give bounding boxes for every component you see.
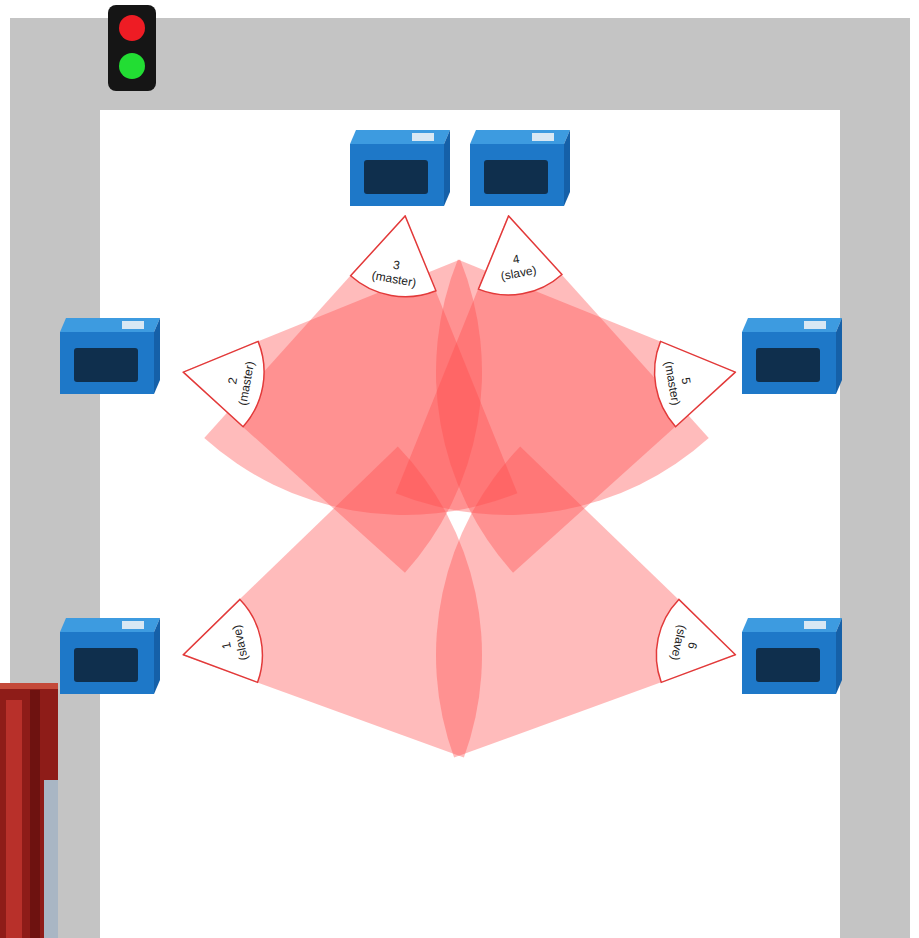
label-sector-outline bbox=[348, 208, 447, 303]
label-sector-outline bbox=[174, 597, 269, 696]
label-sector-outline bbox=[648, 330, 743, 429]
label-sector-outline bbox=[175, 330, 270, 429]
scanner-label: 2(master) bbox=[174, 326, 275, 432]
scanner-device bbox=[742, 318, 842, 394]
scanner-label: 4(slave) bbox=[463, 207, 567, 305]
scan-field bbox=[436, 447, 736, 758]
scanner-device bbox=[60, 618, 160, 694]
scanner-label: 6(slave) bbox=[644, 593, 745, 699]
scanner-device bbox=[60, 318, 160, 394]
scanner-device bbox=[470, 130, 570, 206]
scanner-label: 1(slave) bbox=[173, 593, 274, 699]
scan-field bbox=[182, 447, 482, 758]
photo-fragment bbox=[0, 683, 58, 938]
scanner-label: 5(master) bbox=[644, 326, 745, 432]
label-sector bbox=[174, 326, 275, 432]
traffic-light bbox=[108, 5, 156, 91]
scan-fields bbox=[182, 215, 736, 758]
label-sector-outline bbox=[466, 209, 563, 302]
label-sector bbox=[344, 207, 450, 308]
label-sector-outline bbox=[649, 597, 744, 696]
scanner-label: 3(master) bbox=[344, 207, 450, 308]
gate-frame bbox=[10, 18, 910, 938]
scanner-device bbox=[742, 618, 842, 694]
scanner-device bbox=[350, 130, 450, 206]
gate-opening bbox=[100, 110, 840, 938]
label-sector bbox=[644, 326, 745, 432]
